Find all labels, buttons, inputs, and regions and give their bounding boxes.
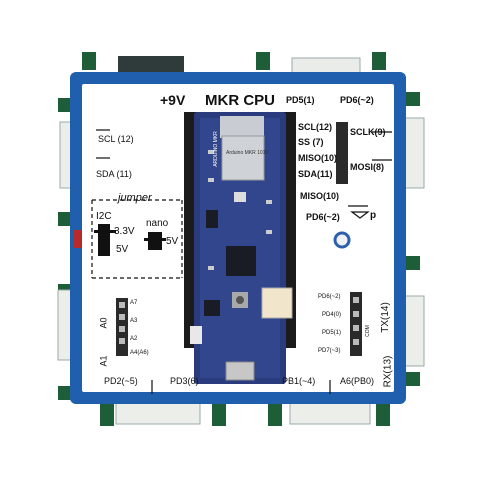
jumpers xyxy=(94,224,166,256)
rx-label: RX(13) xyxy=(382,355,394,388)
miso-label: MISO(10) xyxy=(300,191,340,201)
miso-right-label: MISO(10) xyxy=(298,153,338,163)
a1-label: A1 xyxy=(98,355,109,367)
analog-a7: A7 xyxy=(130,300,138,306)
com-label: COM xyxy=(364,325,371,337)
spi-header xyxy=(336,122,348,184)
pb1-label: PB1(~4) xyxy=(282,376,316,386)
silkscreen-lines xyxy=(91,129,392,394)
red-pin xyxy=(74,230,82,248)
reset-button xyxy=(333,231,351,249)
mkr-module xyxy=(190,112,293,384)
scl-right-label: SCL(12) xyxy=(298,122,333,132)
vin-label: +9V xyxy=(160,92,186,108)
analog-a2: A2 xyxy=(130,336,138,342)
p-label: p xyxy=(370,210,377,221)
sda-left-label: SDA (11) xyxy=(96,169,132,179)
nano-label: nano xyxy=(146,218,169,229)
analog-a3: A3 xyxy=(130,318,138,324)
v5-label: 5V xyxy=(116,244,129,255)
i2c-label: I2C xyxy=(96,211,112,222)
pd6-label: PD6(~2) xyxy=(306,212,340,222)
scl-left-label: SCL (12) xyxy=(98,134,134,144)
a6-label: A6(PB0) xyxy=(340,376,375,386)
pd2-label: PD2(~5) xyxy=(104,376,138,386)
pd-header xyxy=(350,292,362,356)
mosi-label: MOSI(8) xyxy=(350,162,385,172)
pd-stack-0: PD6(~2) xyxy=(318,294,341,300)
analog-a4: A4(A6) xyxy=(130,350,149,356)
pd6-top-label: PD6(~2) xyxy=(340,95,374,105)
a0-label: A0 xyxy=(98,317,109,329)
ss-label: SS (7) xyxy=(298,137,324,147)
pd3-label: PD3(6) xyxy=(170,376,199,386)
module-brand: ARDUINO MKR xyxy=(212,131,219,167)
analog-header xyxy=(116,298,128,356)
tx-label: TX(14) xyxy=(379,302,391,333)
sda-right-label: SDA(11) xyxy=(298,169,333,179)
sclk-label: SCLK(9) xyxy=(350,127,386,137)
v33-label: 3.3V xyxy=(114,226,135,237)
connector-tabs xyxy=(58,52,420,426)
jumper-title: jumper xyxy=(118,192,152,204)
pd-stack-2: PD5(1) xyxy=(322,330,342,336)
pd-stack-1: PD4(0) xyxy=(322,312,342,318)
nano-5v-label: 5V xyxy=(166,236,179,247)
pd-stack-3: PD7(~3) xyxy=(318,348,341,354)
board-title: MKR CPU xyxy=(205,92,275,109)
pd5-label: PD5(1) xyxy=(286,95,315,105)
module-chip-text: Arduino MKR 1010 xyxy=(226,150,269,156)
